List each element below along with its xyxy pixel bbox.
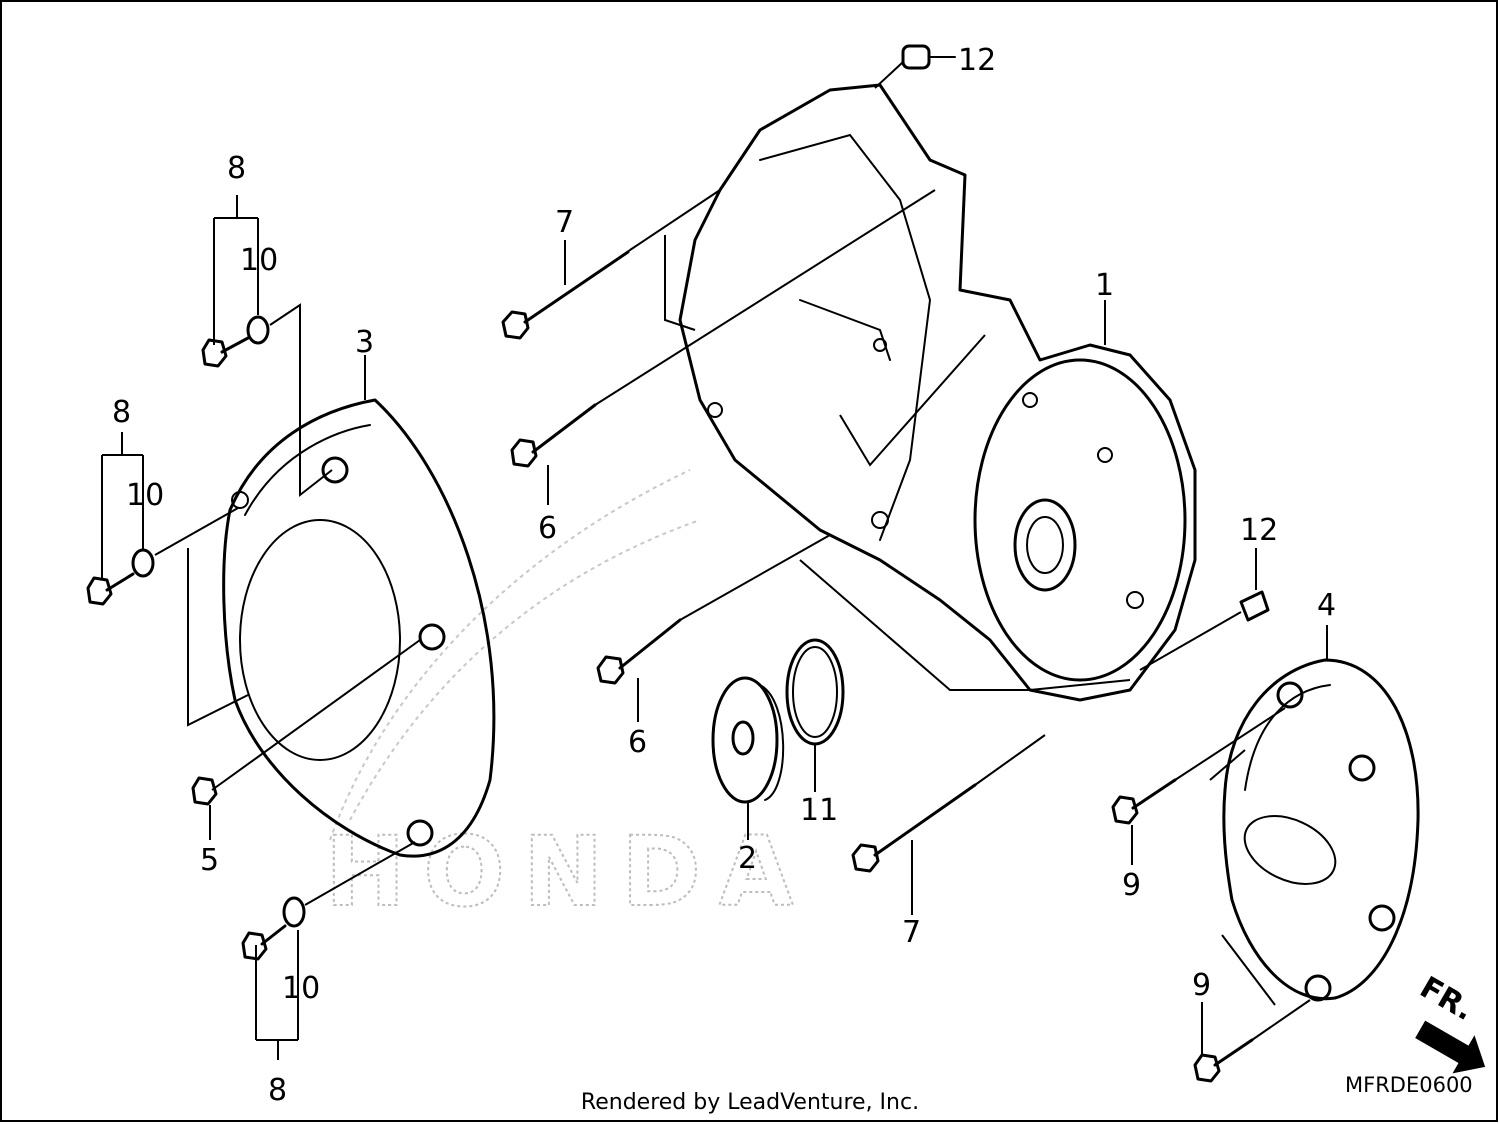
callout-10-middle: 10 (126, 478, 164, 513)
oil-filter-cap-2 (711, 676, 785, 840)
bolt-washer-8-10-middle (86, 432, 249, 727)
callout-9-lower: 9 (1192, 968, 1211, 1003)
callout-12-top: 12 (958, 43, 996, 78)
bolt-7-lower (851, 734, 1046, 915)
callout-6-lower: 6 (628, 725, 647, 760)
clutch-cover-3 (222, 355, 496, 858)
bolt-5 (191, 639, 421, 840)
left-crankcase-cover-1 (664, 83, 1197, 702)
dowel-pin-12-lower (1139, 548, 1270, 671)
callout-10-bottom: 10 (282, 971, 320, 1006)
direction-label: FR. (1414, 970, 1480, 1028)
callout-4: 4 (1317, 588, 1336, 623)
callout-6-upper: 6 (538, 511, 557, 546)
dowel-pin-12-top (874, 44, 956, 89)
callout-10-top: 10 (240, 243, 278, 278)
callout-8-bottom: 8 (268, 1073, 287, 1108)
callout-12-lower: 12 (1240, 513, 1278, 548)
front-direction-arrow: FR. (1414, 970, 1486, 1074)
bolt-6-upper (510, 189, 936, 505)
callout-5: 5 (200, 843, 219, 878)
bolt-9-upper (1111, 707, 1286, 865)
callout-9-upper: 9 (1122, 868, 1141, 903)
bolt-washer-8-10-upper (201, 195, 333, 498)
bolt-9-lower (1193, 934, 1311, 1083)
bolt-washer-8-10-lower (241, 841, 416, 1060)
callout-7-lower: 7 (902, 915, 921, 950)
rendered-by-caption: Rendered by LeadVenture, Inc. (580, 1090, 920, 1115)
callout-3: 3 (355, 325, 374, 360)
callout-8-middle: 8 (112, 395, 131, 430)
honda-watermark: HONDA (324, 469, 811, 929)
callout-2: 2 (738, 841, 757, 876)
diagram-code: MFRDE0600 (1345, 1073, 1473, 1097)
bolt-6-lower (596, 534, 831, 722)
watermark-text: HONDA (325, 816, 811, 928)
callout-11: 11 (800, 793, 838, 828)
callout-7-upper: 7 (555, 205, 574, 240)
drive-sprocket-cover-4 (1209, 625, 1420, 1002)
callout-labels: 1 2 3 4 5 6 6 7 7 8 8 8 9 9 10 10 10 11 … (112, 43, 1336, 1108)
callout-1: 1 (1095, 268, 1114, 303)
o-ring-11 (785, 638, 845, 792)
bolt-7-upper (501, 189, 721, 340)
callout-8-top: 8 (227, 151, 246, 186)
